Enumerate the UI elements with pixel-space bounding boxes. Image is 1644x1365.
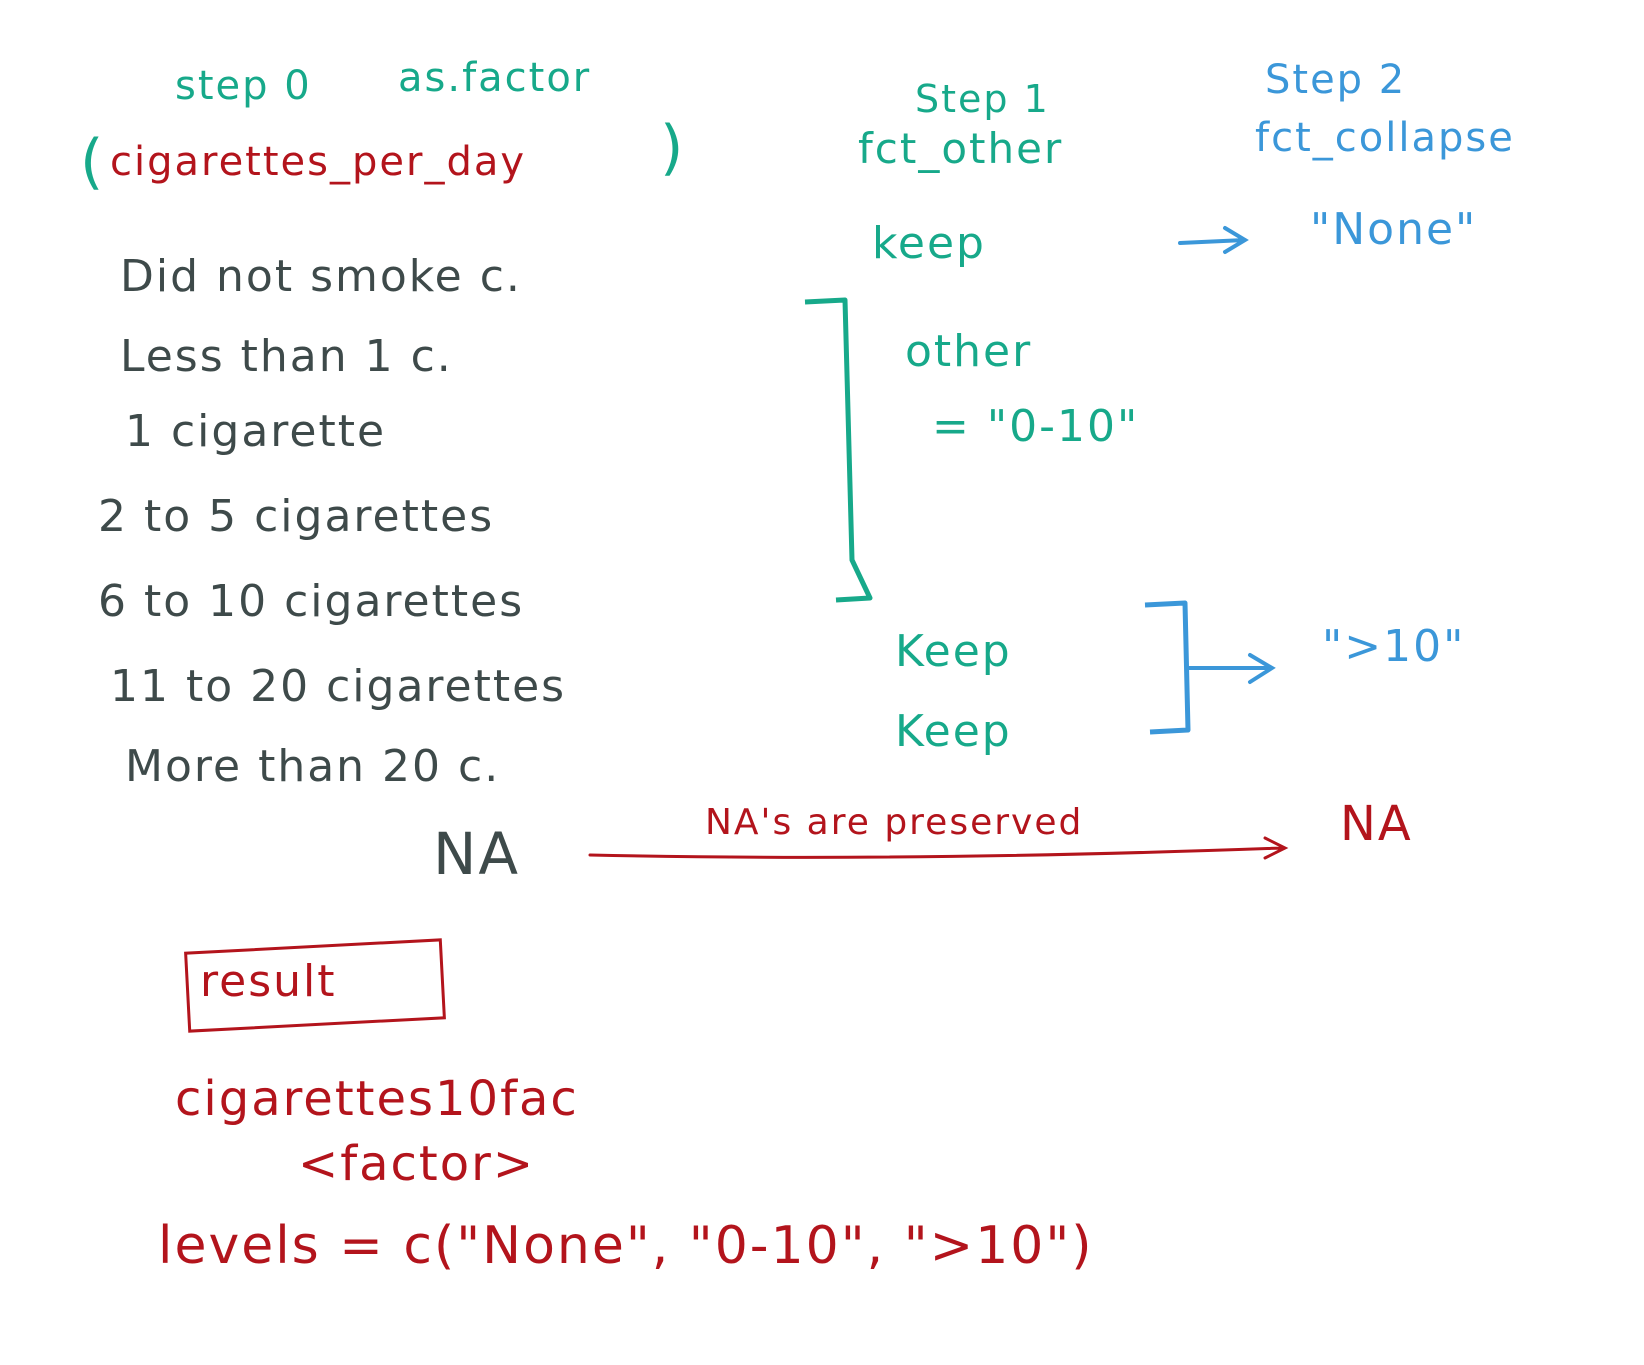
step1-function: fct_other <box>858 124 1064 173</box>
step1-keep-over-20: Keep <box>895 706 1012 757</box>
step1-label: Step 1 <box>915 77 1050 121</box>
step0-argument: cigarettes_per_day <box>110 139 527 185</box>
step1-keep-11-20: Keep <box>895 626 1012 677</box>
level-item: Did not smoke c. <box>120 251 522 302</box>
step1-other-label: other <box>905 326 1033 377</box>
level-item: More than 20 c. <box>125 741 501 792</box>
level-item: 1 cigarette <box>125 406 387 457</box>
na-level: NA <box>433 820 521 888</box>
result-variable: cigarettes10fac <box>175 1071 579 1127</box>
step0-open-paren: ( <box>80 127 106 197</box>
na-preserved-label: NA's are preserved <box>705 802 1084 843</box>
step1-other-value: = "0-10" <box>932 401 1140 452</box>
result-label: result <box>200 956 337 1007</box>
over10-bracket <box>1144 600 1191 735</box>
step1-keep-none: keep <box>872 218 986 269</box>
level-item: Less than 1 c. <box>120 331 453 382</box>
step0-close-paren: ) <box>660 113 686 183</box>
level-item: 11 to 20 cigarettes <box>110 661 567 712</box>
na-result: NA <box>1340 796 1413 852</box>
na-arrow-icon <box>588 836 1289 860</box>
result-levels: levels = c("None", "0-10", ">10") <box>158 1216 1094 1276</box>
level-item: 2 to 5 cigarettes <box>98 491 495 542</box>
other-bracket <box>804 297 873 603</box>
step2-over10: ">10" <box>1322 621 1466 672</box>
none-arrow-icon <box>1178 226 1249 254</box>
over10-arrow-icon <box>1186 653 1276 684</box>
step2-none: "None" <box>1310 204 1478 255</box>
result-type: <factor> <box>298 1136 536 1192</box>
level-item: 6 to 10 cigarettes <box>98 576 525 627</box>
step2-function: fct_collapse <box>1255 115 1515 161</box>
step0-function: as.factor <box>398 55 592 101</box>
step0-label: step 0 <box>175 63 312 109</box>
step2-label: Step 2 <box>1265 57 1407 103</box>
